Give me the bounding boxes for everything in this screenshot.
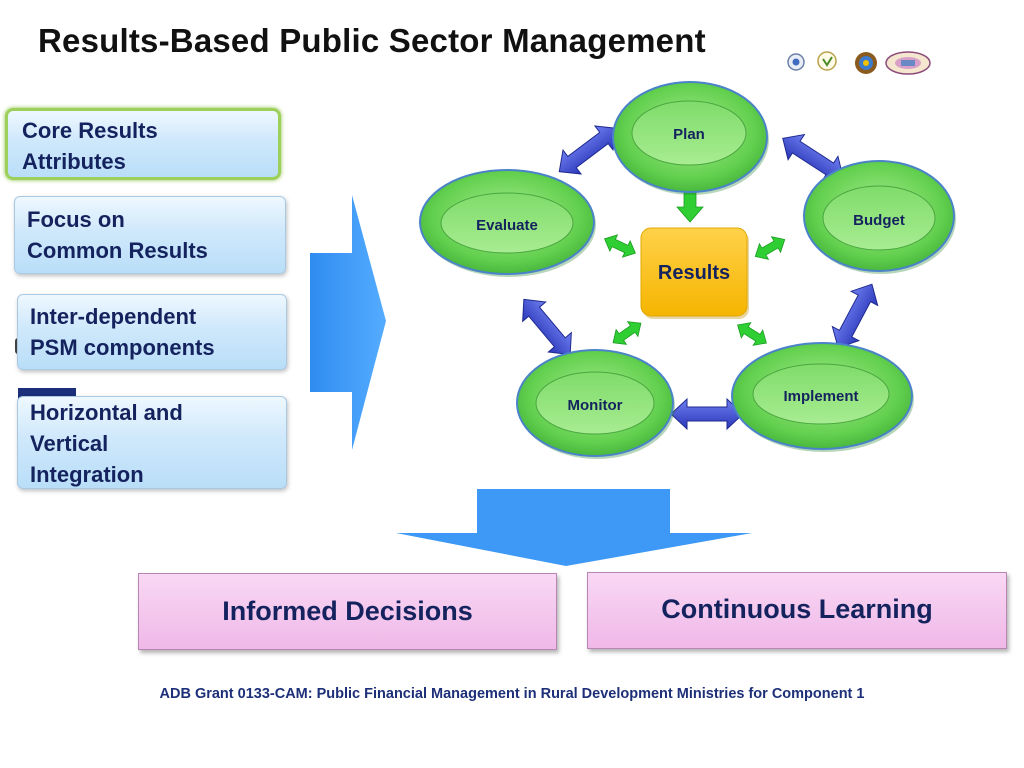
green-arrow-implement-results [732,316,772,352]
box-line: PSM components [30,335,215,360]
page-title: Results-Based Public Sector Management [38,22,706,59]
box-line: Inter-dependent [30,304,197,329]
continuous-learning-box: Continuous Learning [587,572,1007,649]
continuous-learning-label: Continuous Learning [661,594,933,624]
horizontal-vertical-integration-box: Horizontal and Vertical Integration [17,396,287,489]
green-arrow-evaluate-results [600,230,640,262]
box-line: Attributes [22,149,126,174]
green-arrow-monitor-results [607,315,647,351]
big-down-arrow [396,489,752,566]
center-results-label: Results [658,262,730,284]
center-results-box: Results [640,227,749,319]
inter-dependent-psm-box: Inter-dependent PSM components [17,294,287,370]
node-plan: Plan [612,81,769,195]
box-line: Common Results [27,238,208,263]
footer-grant-note: ADB Grant 0133-CAM: Public Financial Man… [159,686,865,702]
core-results-attributes-box: Core Results Attributes [5,108,281,180]
node-monitor-label: Monitor [568,397,623,414]
box-line: Horizontal and [30,400,183,425]
node-plan-label: Plan [673,126,705,143]
node-monitor: Monitor [516,349,675,459]
box-line: Focus on [27,207,125,232]
informed-decisions-box: Informed Decisions [138,573,557,650]
box-line: Vertical [30,431,109,456]
partner-logos [787,51,931,75]
box-line: Core Results [22,118,158,143]
big-right-arrow [310,195,386,450]
informed-decisions-label: Informed Decisions [222,596,473,626]
node-implement-label: Implement [783,388,858,405]
focus-common-results-box: Focus on Common Results [14,196,286,274]
node-evaluate: Evaluate [419,169,596,277]
seal-logo-1-icon [787,53,805,71]
node-budget: Budget [803,160,956,274]
seal-logo-3-icon [855,52,877,74]
green-arrow-plan-results [676,192,704,223]
box-line: Integration [30,462,144,487]
green-arrow-budget-results [750,231,790,265]
seal-logo-2-icon [817,51,837,71]
seal-logo-4-icon [885,51,931,75]
node-budget-label: Budget [853,212,905,229]
node-evaluate-label: Evaluate [476,217,538,234]
node-implement: Implement [731,342,914,452]
